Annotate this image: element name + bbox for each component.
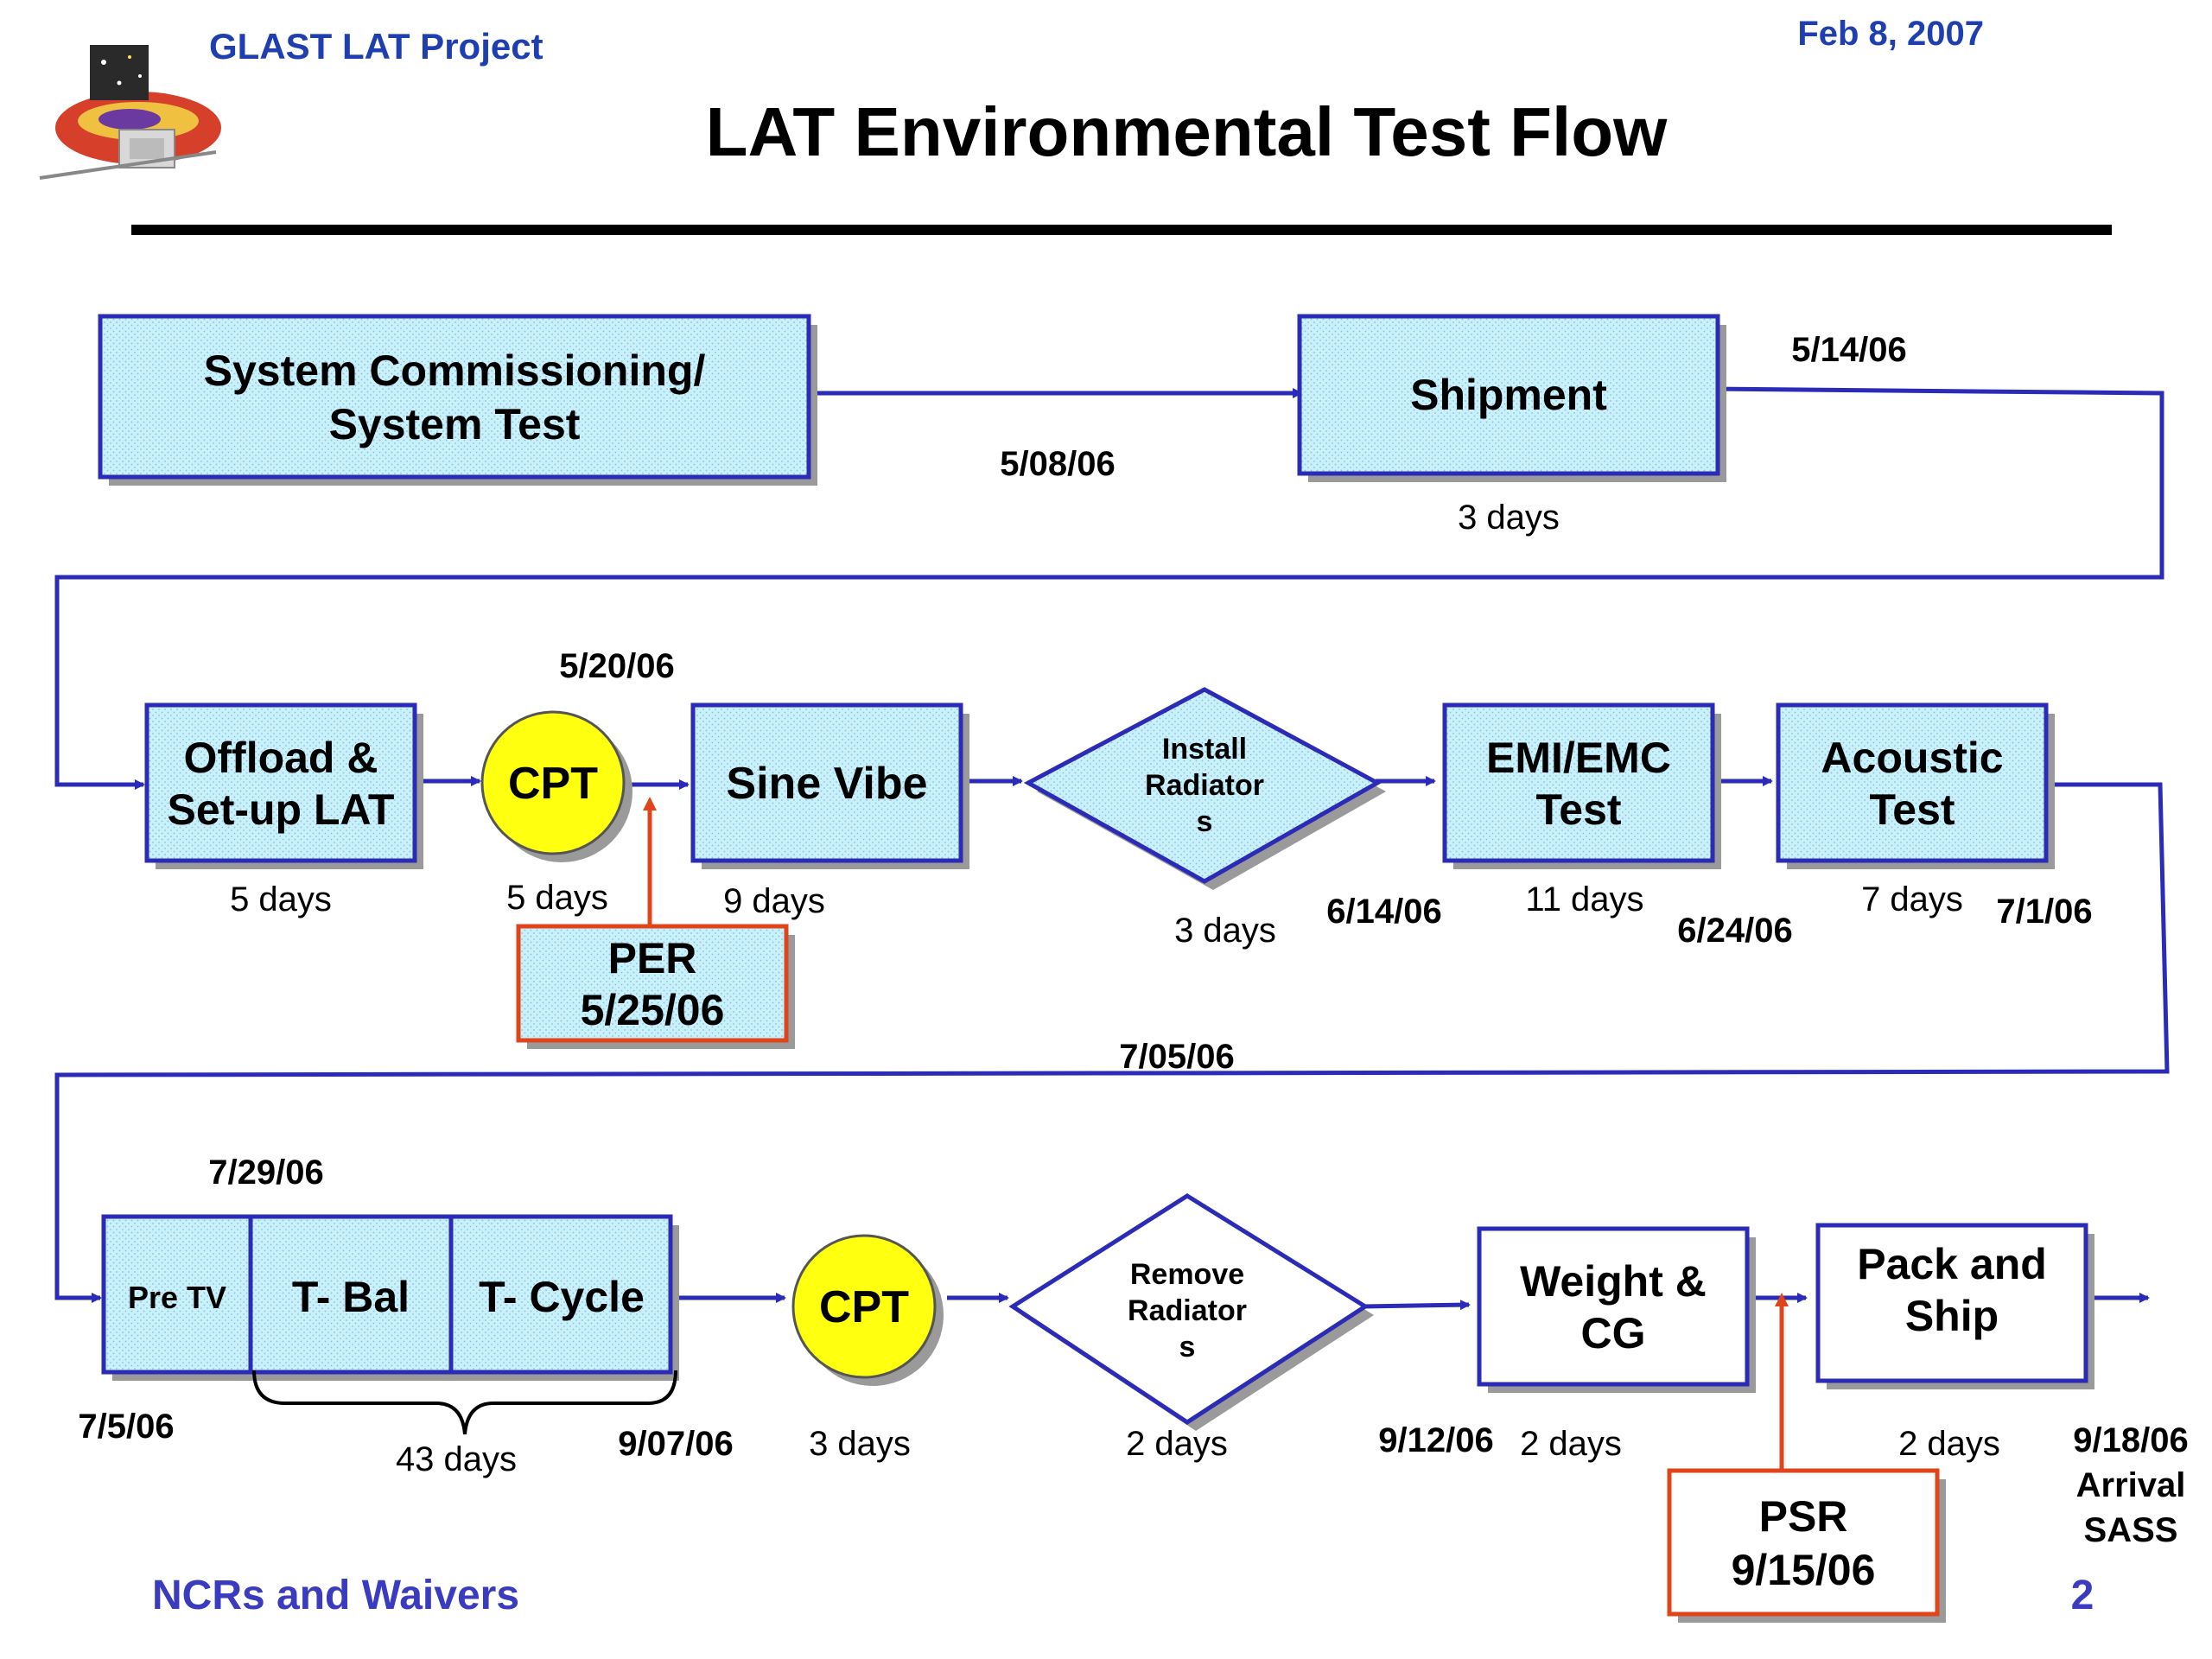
diamond-install-radiators: Install Radiator s — [1023, 687, 1386, 890]
circle-cpt-2: CPT — [791, 1234, 944, 1386]
acoustic-label-2: Test — [1869, 785, 1955, 834]
weight-label-1: Weight & — [1520, 1257, 1707, 1306]
connector-acoustic-return — [54, 782, 2170, 1303]
connector-remove-weight — [1363, 1300, 1471, 1311]
page-number: 2 — [2071, 1573, 2094, 1618]
date-0705: 7/05/06 — [1119, 1038, 1234, 1076]
box-psr: PSR 9/15/06 — [1667, 1468, 1946, 1623]
box-commissioning: System Commissioning/ System Test — [98, 314, 817, 486]
project-label: GLAST LAT Project — [209, 26, 543, 67]
duration-tv: 43 days — [396, 1440, 517, 1478]
date-0520: 5/20/06 — [559, 647, 674, 685]
box-acoustic: Acoustic Test — [1776, 702, 2055, 869]
box-sine-vibe: Sine Vibe — [690, 702, 969, 869]
pre-tv-label: Pre TV — [128, 1280, 226, 1315]
date-0729: 7/29/06 — [208, 1154, 323, 1192]
duration-pack: 2 days — [1898, 1425, 2000, 1463]
emi-label-2: Test — [1535, 785, 1621, 834]
tv-duration-brace — [252, 1370, 677, 1435]
install-label-1: Install — [1162, 733, 1247, 766]
box-per: PER 5/25/06 — [516, 924, 795, 1049]
remove-label-2: Radiator — [1128, 1294, 1247, 1327]
weight-label-2: CG — [1581, 1309, 1646, 1357]
footer-title: NCRs and Waivers — [152, 1573, 519, 1618]
duration-cpt1: 5 days — [506, 879, 608, 917]
remove-label-3: s — [1179, 1331, 1196, 1363]
date-0912: 9/12/06 — [1378, 1421, 1493, 1459]
connector-shipment-return — [54, 386, 2164, 790]
acoustic-label-1: Acoustic — [1821, 734, 2003, 782]
duration-emi: 11 days — [1525, 880, 1643, 918]
pack-label-1: Pack and — [1857, 1240, 2047, 1288]
duration-install: 3 days — [1174, 912, 1276, 950]
flow-connectors — [54, 386, 2170, 1311]
duration-sine-vibe: 9 days — [723, 882, 825, 920]
per-label-1: PER — [608, 934, 697, 982]
pack-label-2: Ship — [1905, 1292, 1999, 1340]
sine-vibe-label: Sine Vibe — [726, 759, 927, 809]
per-label-2: 5/25/06 — [581, 986, 725, 1034]
date-075: 7/5/06 — [78, 1408, 174, 1446]
duration-cpt2: 3 days — [809, 1425, 911, 1463]
box-weight: Weight & CG — [1477, 1226, 1756, 1393]
box-emi: EMI/EMC Test — [1442, 702, 1721, 869]
glast-logo — [39, 45, 221, 180]
slide-title: LAT Environmental Test Flow — [706, 93, 1668, 170]
box-pack: Pack and Ship — [1815, 1223, 2094, 1389]
duration-remove: 2 days — [1126, 1425, 1228, 1463]
cpt2-label: CPT — [819, 1282, 909, 1332]
date-0614: 6/14/06 — [1326, 893, 1441, 931]
box-thermal-group — [101, 1214, 679, 1381]
slide-date: Feb 8, 2007 — [1797, 15, 1984, 53]
duration-offload: 5 days — [230, 880, 332, 918]
cpt1-label: CPT — [508, 759, 598, 809]
duration-shipment: 3 days — [1458, 499, 1560, 537]
t-bal-label: T- Bal — [292, 1273, 410, 1321]
date-0701: 7/1/06 — [1996, 893, 2092, 931]
psr-label-1: PSR — [1759, 1492, 1848, 1541]
diamond-remove-radiators: Remove Radiator s — [1008, 1193, 1374, 1431]
duration-weight: 2 days — [1520, 1425, 1622, 1463]
date-0514: 5/14/06 — [1791, 331, 1906, 369]
sass-label: SASS — [2084, 1511, 2178, 1549]
duration-acoustic: 7 days — [1861, 880, 1963, 918]
remove-label-1: Remove — [1130, 1258, 1244, 1291]
t-cycle-label: T- Cycle — [479, 1273, 645, 1321]
offload-label-1: Offload & — [184, 734, 378, 782]
commissioning-label-1: System Commissioning/ — [204, 346, 706, 395]
arrival-label: Arrival — [2076, 1466, 2186, 1504]
commissioning-label-2: System Test — [329, 400, 581, 448]
title-divider — [131, 225, 2112, 235]
circle-cpt-1: CPT — [480, 710, 632, 862]
date-0508: 5/08/06 — [1000, 445, 1115, 483]
psr-label-2: 9/15/06 — [1732, 1546, 1876, 1594]
install-label-3: s — [1197, 805, 1213, 838]
box-offload: Offload & Set-up LAT — [144, 702, 423, 869]
date-0624: 6/24/06 — [1677, 912, 1792, 950]
offload-label-2: Set-up LAT — [168, 785, 395, 834]
date-0918: 9/18/06 — [2073, 1421, 2188, 1459]
shipment-label: Shipment — [1410, 371, 1607, 419]
date-0907: 9/07/06 — [618, 1425, 733, 1463]
emi-label-1: EMI/EMC — [1486, 734, 1671, 782]
install-label-2: Radiator — [1145, 769, 1264, 802]
box-shipment: Shipment — [1297, 314, 1726, 482]
review-connectors — [643, 797, 1789, 1469]
